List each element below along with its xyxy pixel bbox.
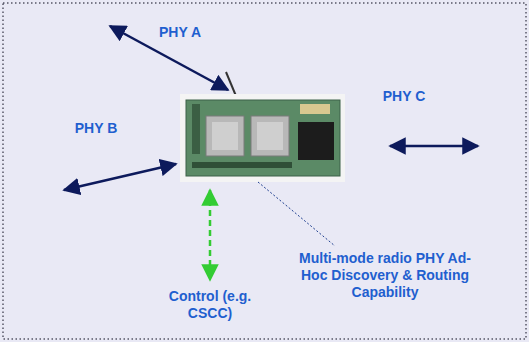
phy-c-arrow [390, 145, 478, 148]
dotted-border [3, 3, 526, 339]
radio-board [180, 72, 345, 182]
phy-label: PHY A [159, 24, 201, 41]
phy-b-arrow [64, 164, 176, 190]
leader-line [258, 182, 335, 246]
control-arrow [209, 190, 212, 280]
phy-label: PHY C [383, 88, 426, 105]
phy-label: PHY B [75, 120, 118, 137]
component-description: Multi-mode radio PHY Ad-Hoc Discovery & … [299, 250, 471, 301]
control-label: Control (e.g. CSCC) [164, 288, 256, 322]
